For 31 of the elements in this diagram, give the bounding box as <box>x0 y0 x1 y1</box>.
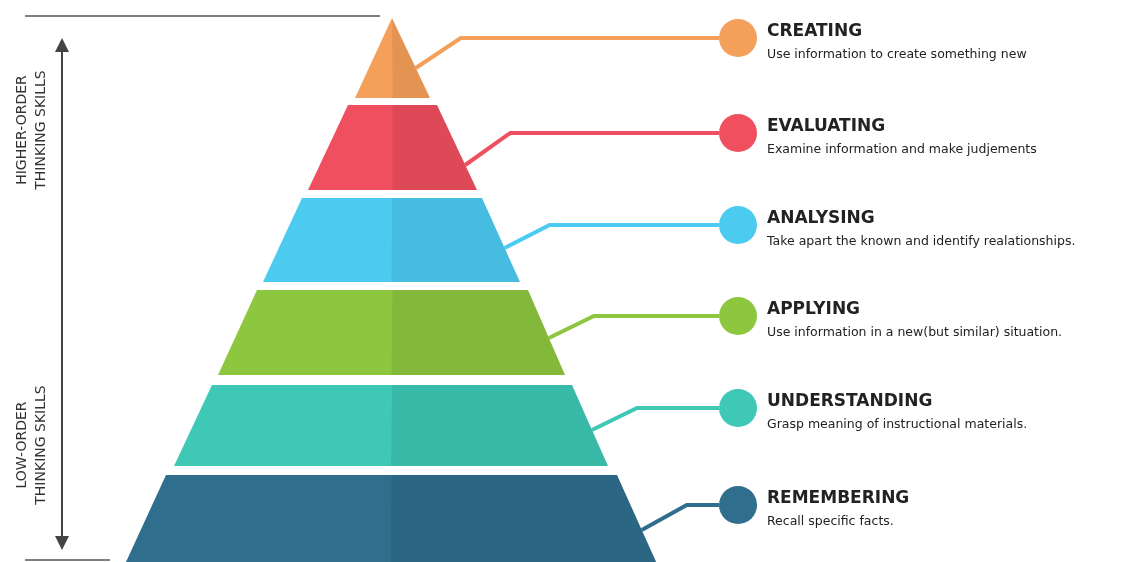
level-heading: APPLYING <box>767 298 861 318</box>
pyramid-tier <box>218 290 565 375</box>
level-description: Take apart the known and identify realationships. <box>767 233 1076 248</box>
level-heading: CREATING <box>767 20 863 40</box>
pyramid-apex <box>355 18 430 98</box>
level-description: Grasp meaning of instructional materials. <box>767 416 1028 431</box>
connector-line <box>414 36 719 70</box>
pyramid-tier <box>263 198 520 282</box>
connector-line <box>464 131 719 167</box>
circle-marker <box>719 486 757 524</box>
side-label: HIGHER-ORDER THINKING SKILLS <box>12 69 49 192</box>
level-heading: EVALUATING <box>767 115 886 135</box>
circle-marker <box>719 19 757 57</box>
connector-line <box>548 314 719 340</box>
level-heading: REMEMBERING <box>767 487 910 507</box>
circle-marker <box>719 297 757 335</box>
pyramid-tier <box>308 105 477 190</box>
level-description: Recall specific facts. <box>767 513 894 528</box>
level-heading: UNDERSTANDING <box>767 390 933 410</box>
level-heading: ANALYSING <box>767 207 875 227</box>
connector-line <box>503 223 719 250</box>
level-description: Use information in a new(but similar) situation. <box>767 324 1063 339</box>
level-description: Use information to create something new <box>767 46 1027 61</box>
circle-marker <box>719 206 757 244</box>
circle-marker <box>719 389 757 427</box>
circle-marker <box>719 114 757 152</box>
connector-line <box>591 406 719 432</box>
connector-line <box>640 503 719 532</box>
level-description: Examine information and make judjements <box>767 141 1037 156</box>
side-label: LOW-ORDER THINKING SKILLS <box>12 384 49 507</box>
pyramid-tier <box>174 385 608 466</box>
